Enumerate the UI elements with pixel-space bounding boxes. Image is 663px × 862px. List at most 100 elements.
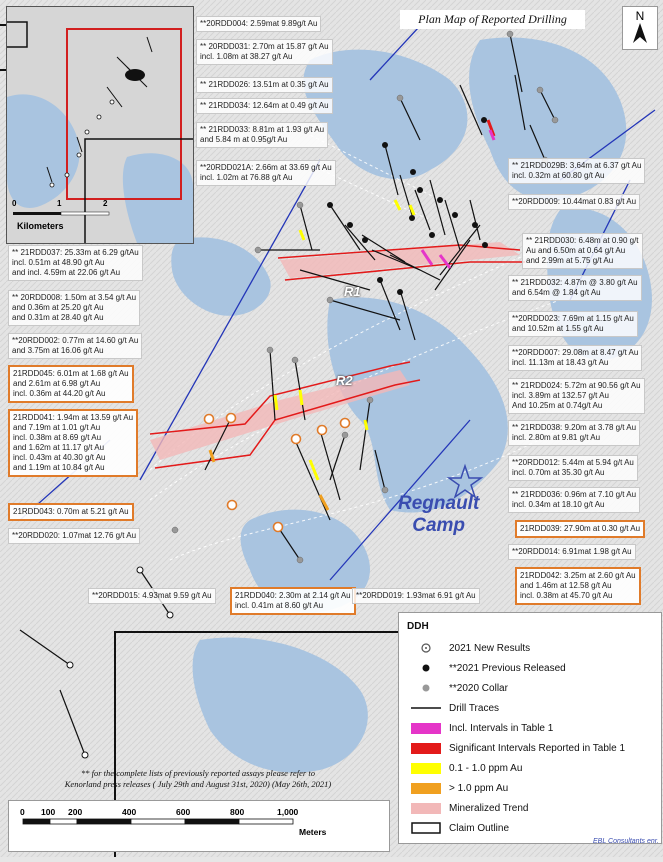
collars-2021-previous: [327, 117, 488, 295]
legend-item: 0.1 - 1.0 ppm Au: [409, 761, 522, 775]
legend-item: Incl. Intervals in Table 1: [409, 721, 553, 735]
annotation-line: incl. 0.70m at 35.30 g/t Au: [512, 468, 605, 477]
footnote-line-2: Kenorland press releases ( July 29th and…: [64, 779, 332, 789]
swatch-icon: [409, 802, 443, 814]
legend: DDH 2021 New Results**2021 Previous Rele…: [398, 612, 662, 844]
north-label: N: [635, 9, 645, 23]
annotation-line: and incl. 4.59m at 22.06 g/t Au: [12, 268, 121, 277]
annotation-line: 21RDD040: 2.30m at 2.14 g/t Au: [235, 591, 351, 600]
inset-scale-tick-0: 0: [12, 199, 17, 208]
annotation-line: ** 21RDD032: 4.87m @ 3.80 g/t Au: [512, 278, 638, 287]
annotation-line: incl. 0.32m at 60.80 g/t Au: [512, 171, 605, 180]
annotation-line: and 3.75m at 16.06 g/t Au: [12, 346, 104, 355]
annotation-line: ** 21RDD029B: 3.64m at 6.37 g/t Au: [512, 161, 642, 170]
annotation-line: 21RDD041: 1.94m at 13.59 g/t Au: [13, 413, 134, 422]
drill-trace-icon: [409, 702, 443, 714]
annotation-line: **20RDD012: 5.44m at 5.94 g/t Au: [512, 458, 634, 467]
north-arrow: N: [622, 6, 658, 50]
scale-tick-800: 800: [230, 807, 245, 817]
camp-star-icon: [446, 463, 484, 499]
annotation-line: **20RDD020: 1.07mat 12.76 g/t Au: [12, 531, 137, 540]
trend-label-r2: R2: [336, 373, 353, 388]
annotation-line: and 2.61m at 6.98 g/t Au: [13, 379, 101, 388]
legend-title: DDH: [407, 621, 429, 632]
legend-item: Mineralized Trend: [409, 801, 528, 815]
inset-scale-tick-1: 1: [57, 199, 62, 208]
claim-outline-south: [114, 631, 398, 857]
annotation-line: incl. 0.34m at 18.10 g/t Au: [512, 500, 605, 509]
legend-item: Claim Outline: [409, 821, 509, 835]
swatch-icon: [409, 782, 443, 794]
legend-item-label: **2020 Collar: [449, 682, 508, 694]
legend-item: **2020 Collar: [409, 681, 508, 695]
lake-south: [240, 509, 370, 613]
scale-tick-1000: 1,000: [277, 807, 299, 817]
lake-north: [303, 49, 468, 180]
annotation-line: ** 21RDD033: 8.81m at 1.93 g/t Au: [200, 125, 325, 134]
annotation-line: ** 21RDD038: 9.20m at 3.78 g/t Au: [512, 423, 637, 432]
camp-label-line-2: Camp: [412, 515, 466, 536]
scale-tick-600: 600: [176, 807, 191, 817]
legend-item-label: Incl. Intervals in Table 1: [449, 722, 554, 734]
scale-tick-0: 0: [20, 807, 25, 817]
inset-claim-box: [66, 28, 182, 200]
right-annotation-11: **20RDD014: 6.91mat 1.98 g/t Au: [508, 544, 636, 560]
annotation-line: incl. 0.43m at 40.30 g/t Au: [13, 453, 106, 462]
scale-unit: Meters: [299, 827, 327, 837]
annotation-line: incl. 0.36m at 44.20 g/t Au: [13, 389, 106, 398]
annotation-line: and 1.19m at 10.84 g/t Au: [13, 463, 105, 472]
swatch-icon: [409, 742, 443, 754]
assay-intervals: [208, 119, 496, 511]
annotation-line: ** 20RDD031: 2.70m at 15.87 g/t Au: [200, 42, 329, 51]
annotation-line: and 10.52m at 1.55 g/t Au: [512, 324, 604, 333]
north-arrow-icon: [633, 23, 647, 43]
annotation-line: **20RDD002: 0.77m at 14.60 g/t Au: [12, 336, 139, 345]
annotation-line: incl. 3.89m at 132.57 g/t Au: [512, 391, 609, 400]
camp-label-line-1: Regnault: [398, 493, 480, 514]
legend-item-label: > 1.0 ppm Au: [449, 782, 509, 794]
inset-scale-unit: Kilometers: [17, 221, 64, 231]
annotation-line: 21RDD045: 6.01m at 1.68 g/t Au: [13, 369, 129, 378]
legend-item: 2021 New Results: [409, 641, 530, 655]
annotation-line: ** 21RDD030: 6.48m at 0.90 g/t: [526, 236, 639, 245]
annotation-line: **20RDD009: 10.44mat 0.83 g/t Au: [512, 197, 637, 206]
annotation-line: And 10.25m at 0.74g/t Au: [512, 401, 603, 410]
collars-misc: [66, 566, 174, 759]
ring-icon: [409, 642, 443, 654]
right-annotation-1: **20RDD009: 10.44mat 0.83 g/t Au: [508, 194, 641, 210]
right-annotation-10: 21RDD039: 27.90m at 0.30 g/t Au: [515, 520, 646, 538]
grey-dot-icon: [409, 682, 443, 694]
claim-outline-icon: [409, 822, 443, 834]
swatch-icon: [409, 722, 443, 734]
annotation-line: and 5.84 m at 0.95g/t Au: [200, 135, 288, 144]
annotation-line: incl. 0.38m at 45.70 g/t Au: [520, 591, 613, 600]
annotation-line: **20RDD014: 6.91mat 1.98 g/t Au: [512, 547, 632, 556]
left-annotation-13: **20RDD015: 4.93mat 9.59 g/t Au: [88, 588, 216, 604]
annotation-line: incl. 11.13m at 18.43 g/t Au: [512, 358, 609, 367]
legend-item-label: Mineralized Trend: [449, 802, 529, 814]
legend-item-label: 0.1 - 1.0 ppm Au: [449, 762, 523, 774]
scale-bar: 0 100 200 400 600 800 1,000 Meters: [8, 800, 390, 852]
annotation-line: and 2.99m at 5.75 g/t Au: [526, 256, 614, 265]
annotation-line: 21RDD039: 27.90m at 0.30 g/t Au: [520, 524, 641, 533]
lake-southwest: [192, 637, 368, 773]
annotation-line: ** 21RDD037: 25.33m at 6.29 g/tAu: [12, 248, 139, 257]
annotation-line: incl. 0.38m at 8.69 g/t Au: [13, 433, 102, 442]
trend-label-r1: R1: [344, 284, 361, 299]
annotation-line: **20RDD015: 4.93mat 9.59 g/t Au: [92, 591, 212, 600]
legend-item-label: Claim Outline: [449, 822, 510, 834]
annotation-line: and 1.62m at 11.17 g/t Au: [13, 443, 105, 452]
annotation-line: incl. 1.08m at 38.27 g/t Au: [200, 52, 293, 61]
legend-item: Drill Traces: [409, 701, 499, 715]
